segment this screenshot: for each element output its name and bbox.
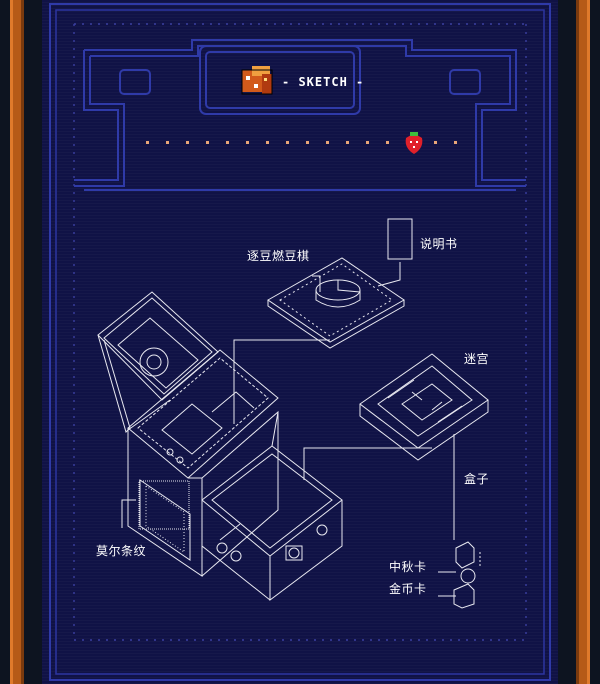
page-title: - SKETCH -: [282, 75, 365, 89]
pellet-dots: [146, 141, 457, 144]
morse-label: 莫尔条纹: [96, 544, 147, 558]
strawberry-icon: [405, 132, 423, 154]
pixel-dice-icon: [241, 66, 273, 95]
coin-card-label: 金币卡: [389, 582, 427, 596]
main-panel: - SKETCH - 逐豆燃豆棋 说明书 迷宫 盒子 莫尔条纹 中秋卡 金币卡: [42, 0, 558, 684]
box-label: 盒子: [464, 472, 490, 486]
chess-board: [267, 257, 405, 349]
maze-label: 迷宫: [464, 352, 490, 366]
left-border: [0, 0, 42, 684]
left-orange-bar: [10, 0, 24, 684]
mid-autumn-card-label: 中秋卡: [389, 560, 427, 574]
leader-lines: [121, 262, 456, 597]
right-border: [558, 0, 600, 684]
chess-label: 逐豆燃豆棋: [247, 249, 310, 263]
box-illustration: [97, 291, 343, 601]
maze-header: [74, 39, 526, 191]
right-orange-bar: [576, 0, 590, 684]
manual-sheet: [387, 218, 413, 260]
cards: [453, 541, 481, 609]
manual-label: 说明书: [420, 237, 458, 251]
maze-block: [359, 353, 489, 461]
panel-drawing: [49, 3, 551, 681]
